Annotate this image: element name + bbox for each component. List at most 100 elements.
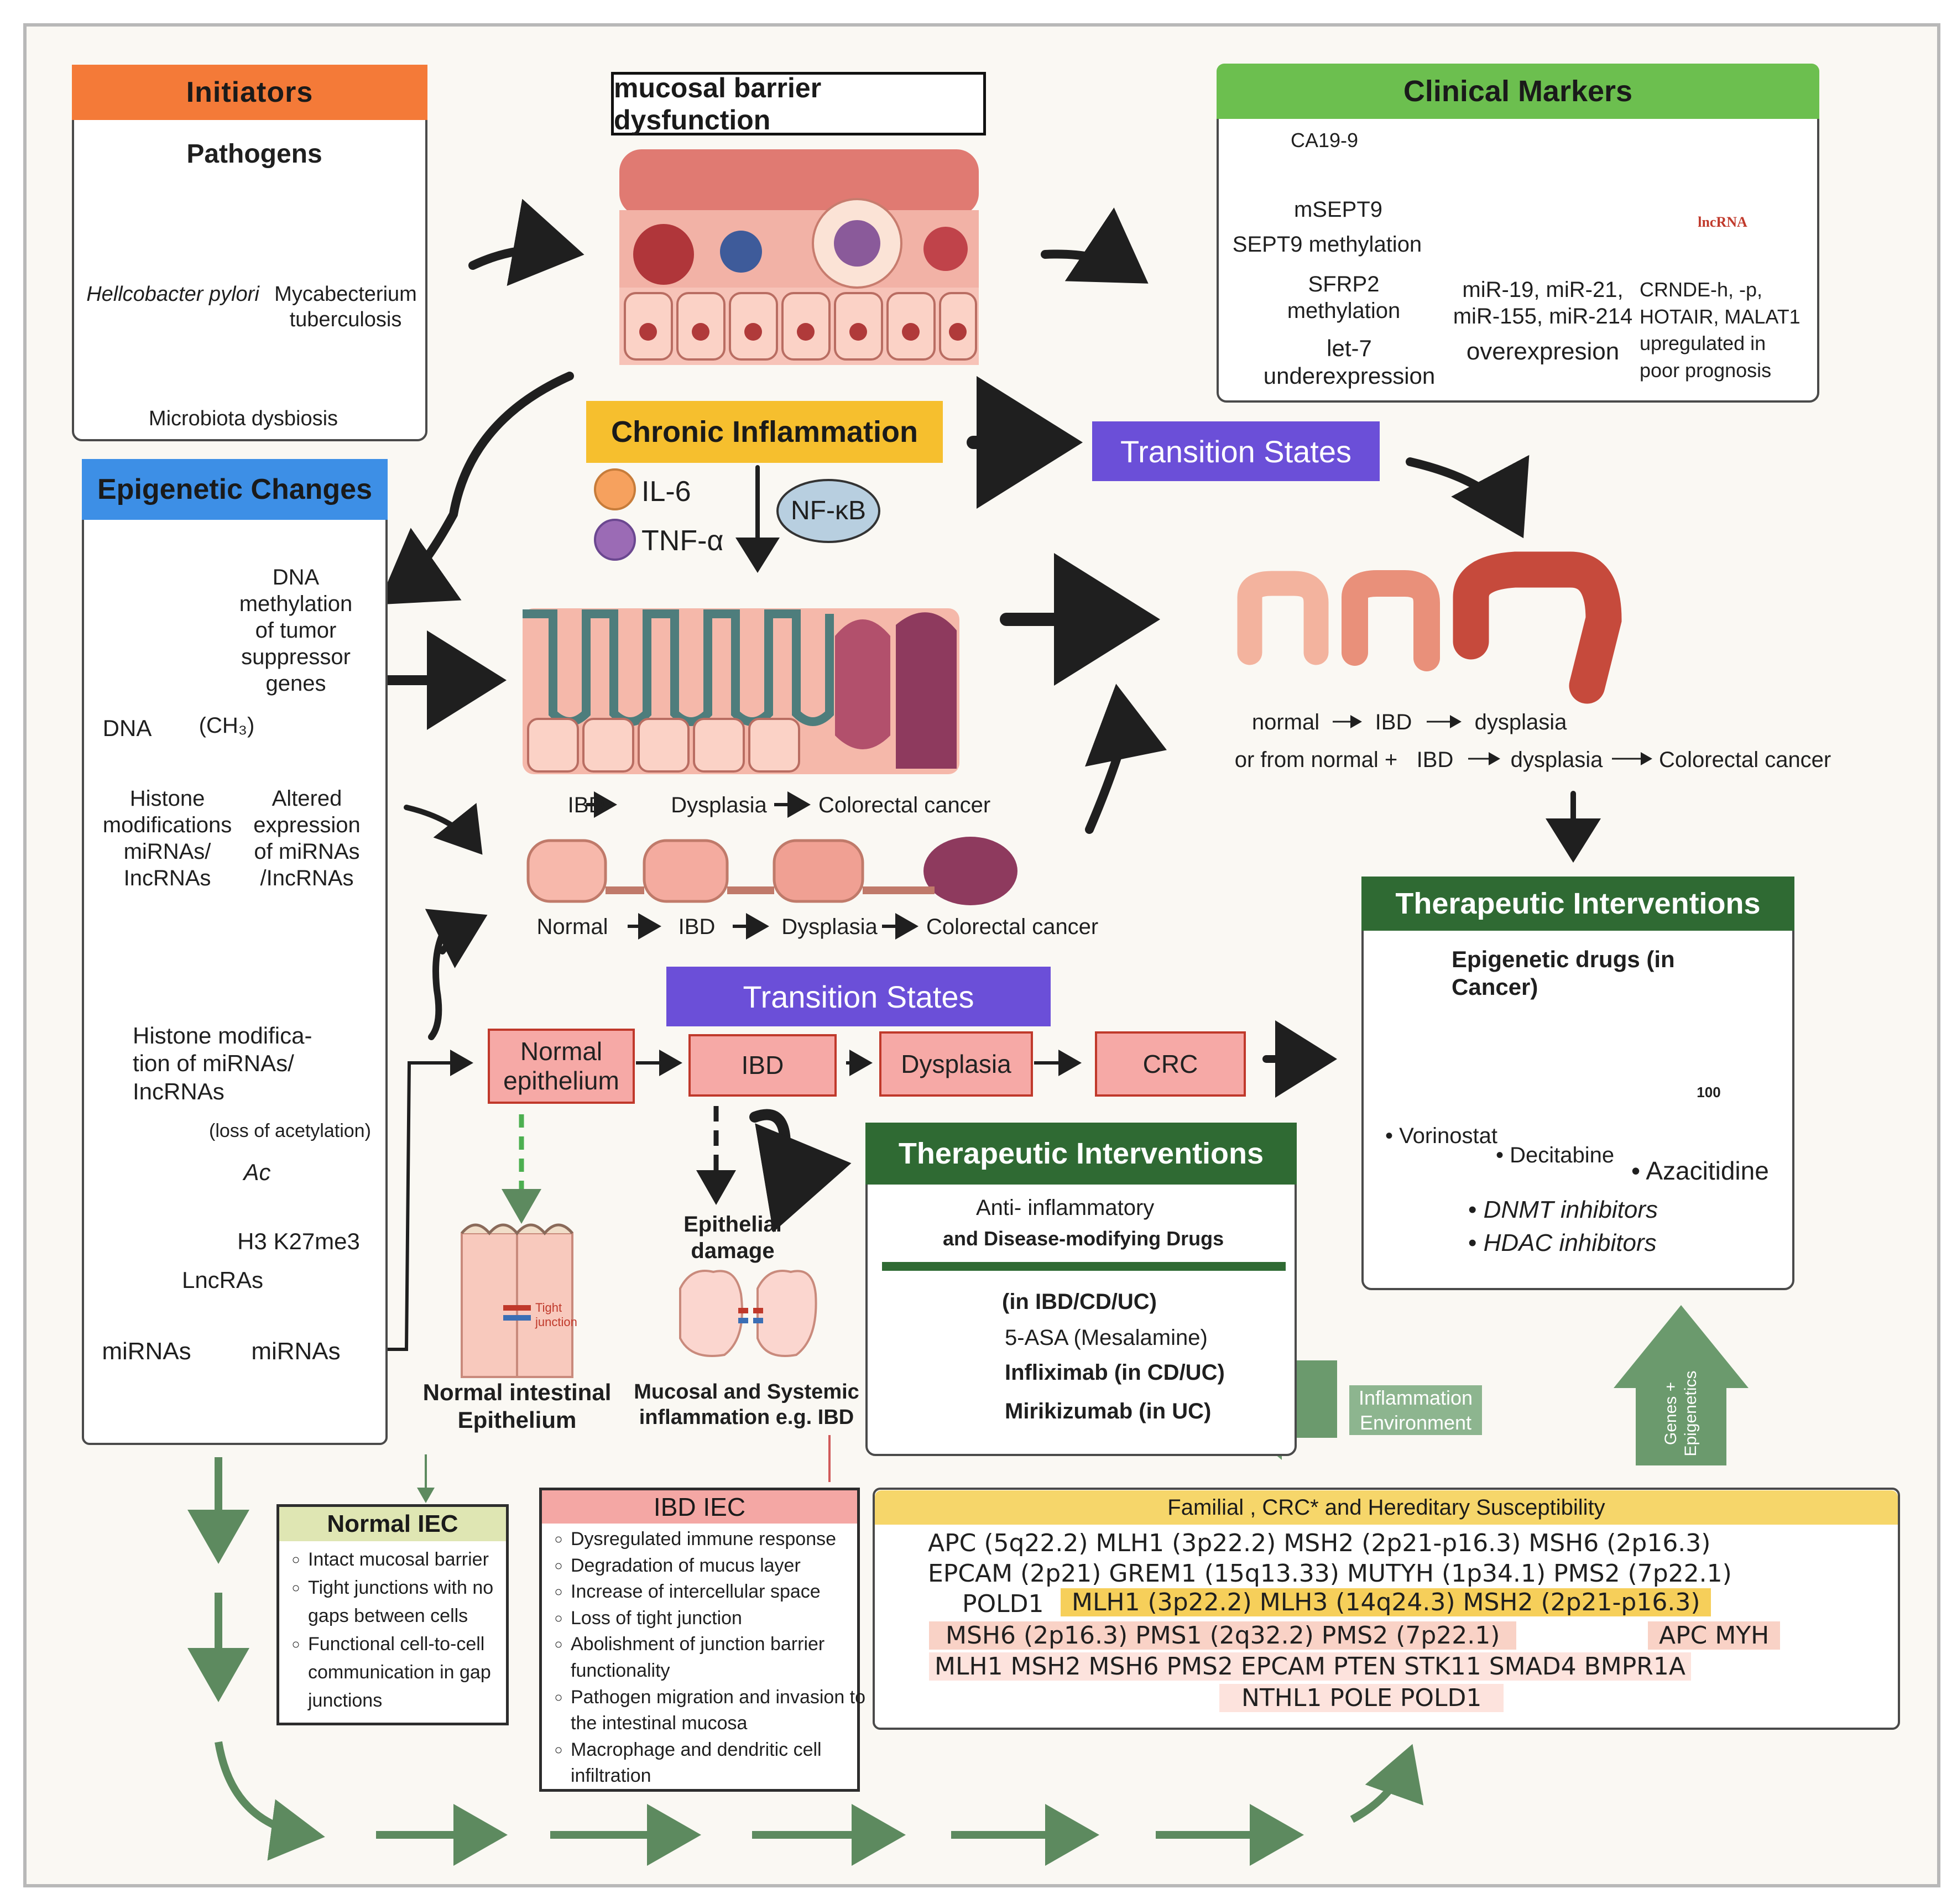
epithelial-damage-label: Epithelial damage bbox=[683, 1212, 782, 1263]
familial-row5: MLH1 MSH2 MSH6 PMS2 EPCAM PTEN STK11 SMA… bbox=[929, 1652, 1691, 1681]
colon-row2-dysplasia: dysplasia bbox=[1510, 748, 1603, 772]
mirnas-right-label: miRNAs bbox=[251, 1338, 341, 1365]
clinical-panel bbox=[1217, 100, 1819, 403]
ibd-iec-panel bbox=[539, 1488, 860, 1792]
colon-segments-illustration bbox=[526, 837, 1017, 905]
h3k27-label: H3 K27me3 bbox=[237, 1228, 360, 1254]
msept9-label: mSEPT9 bbox=[1293, 197, 1383, 222]
familial-row3a: POLD1 bbox=[962, 1590, 1044, 1618]
path1-ibd: IBD bbox=[567, 793, 605, 817]
ibd-iec-item: Abolishment of junction barrier function… bbox=[571, 1631, 869, 1684]
infliximab-label: Infliximab (in CD/UC) bbox=[1005, 1360, 1225, 1385]
histone-mod-label: Histone modifications miRNAs/ IncRNAs bbox=[102, 786, 232, 890]
path1-crc: Colorectal cancer bbox=[818, 793, 991, 817]
ibd-iec-item: Loss of tight junction bbox=[571, 1605, 869, 1632]
mycobacterium-label: Mycabecterium tuberculosis bbox=[274, 283, 417, 331]
familial-row2: EPCAM (2p21) GREM1 (15q13.33) MUTYH (1p3… bbox=[928, 1559, 1732, 1588]
node-normal-epithelium: Normal epithelium bbox=[488, 1029, 635, 1104]
il6-icon bbox=[594, 468, 636, 510]
ibd-iec-item: Degradation of mucus layer bbox=[571, 1553, 869, 1579]
clinical-header: Clinical Markers bbox=[1217, 64, 1819, 119]
let7-label: let-7 underexpression bbox=[1263, 335, 1436, 389]
damaged-epithelium-illustration bbox=[679, 1270, 817, 1357]
inflammation-arrow-label: Inflammation Environment bbox=[1349, 1385, 1482, 1435]
ibd-iec-list: Dysregulated immune response Degradation… bbox=[542, 1526, 869, 1790]
colon-row1-ibd: IBD bbox=[1375, 710, 1412, 734]
node-crc: CRC bbox=[1095, 1031, 1246, 1097]
vial-name: Azacitidine bbox=[1682, 1065, 1736, 1077]
overexpression-label: overexpresion bbox=[1466, 338, 1620, 365]
normal-epithelium-illustration bbox=[461, 1223, 573, 1378]
node-dysplasia: Dysplasia bbox=[879, 1031, 1033, 1097]
dnmt-text: DNMT inhibitors bbox=[1483, 1196, 1658, 1223]
vorinostat-label: • Vorinostat bbox=[1385, 1124, 1498, 1148]
normal-iec-item: Functional cell-to-cell communication in… bbox=[308, 1630, 507, 1715]
node-ibd: IBD bbox=[688, 1034, 837, 1097]
normal-iec-list: Intact mucosal barrier Tight junctions w… bbox=[279, 1546, 507, 1715]
lncrnas-label: LncRAs bbox=[181, 1267, 264, 1293]
transition-top-header: Transition States bbox=[1092, 421, 1380, 481]
bottom-green-arrows bbox=[187, 1457, 1424, 1866]
transition-mid-header: Transition States bbox=[666, 967, 1051, 1026]
path2-dysplasia: Dysplasia bbox=[781, 915, 878, 939]
therapy-right-panel bbox=[1361, 877, 1794, 1290]
ibd-iec-header: IBD IEC bbox=[542, 1490, 857, 1524]
dna-label: DNA bbox=[102, 715, 152, 741]
mirikizumab-label: Mirikizumab (in UC) bbox=[1005, 1399, 1212, 1423]
mucosal-inflammation-label: Mucosal and Systemic inflammation e.g. I… bbox=[634, 1380, 859, 1429]
decitabine-label: • Decitabine bbox=[1496, 1143, 1615, 1167]
lncrna-tag: lncRNA bbox=[1698, 214, 1747, 230]
microbiota-label: Microbiota dysbiosis bbox=[148, 407, 338, 430]
path2-crc: Colorectal cancer bbox=[926, 915, 1099, 939]
ibd-iec-item: Dysregulated immune response bbox=[571, 1526, 869, 1553]
normal-epi-label: Normal intestinal Epithelium bbox=[422, 1379, 612, 1433]
nfkb-label: NF-κB bbox=[791, 496, 866, 525]
helicobacter-label: Hellcobacter pylori bbox=[86, 283, 259, 306]
anti-inflammatory-label: Anti- inflammatory bbox=[976, 1196, 1155, 1220]
loss-acetylation-label: (loss of acetylation) bbox=[209, 1120, 371, 1141]
tight-junction-label: Tight junction bbox=[535, 1301, 577, 1329]
asa-label: 5-ASA (Mesalamine) bbox=[1005, 1326, 1208, 1350]
nfkb-bubble bbox=[776, 479, 880, 543]
colon-row2-ibd: IBD bbox=[1416, 748, 1454, 772]
initiators-panel bbox=[72, 111, 427, 441]
crypt-progression-illustration bbox=[523, 608, 959, 774]
hdac-label: • HDAC inhibitors bbox=[1468, 1229, 1657, 1256]
il6-label: IL-6 bbox=[641, 476, 691, 508]
dna-methylation-label: DNA methylation of tumor suppressor gene… bbox=[239, 565, 353, 696]
colon-stages-illustration bbox=[1237, 551, 1622, 704]
flow-arrows bbox=[378, 199, 1601, 1233]
mirs-label: miR-19, miR-21, miR-155, miR-214 bbox=[1453, 278, 1633, 328]
hdac-text: HDAC inhibitors bbox=[1483, 1229, 1657, 1256]
mirnas-left-label: miRNAs bbox=[102, 1338, 191, 1365]
dmd-label: and Disease-modifying Drugs bbox=[943, 1227, 1224, 1250]
genes-arrow-label: Genes + Epigenetics bbox=[1662, 1370, 1700, 1457]
azacitidine-label: • Azacitidine bbox=[1631, 1156, 1769, 1185]
colon-row1-normal: normal bbox=[1251, 710, 1320, 734]
epigenetic-drugs-label: Epigenetic drugs (in Cancer) bbox=[1452, 946, 1675, 1000]
therapy-mid-header: Therapeutic Interventions bbox=[865, 1123, 1297, 1185]
mucosal-barrier-illustration bbox=[619, 149, 979, 365]
colon-row2-crc: Colorectal cancer bbox=[1659, 748, 1831, 772]
ibd-iec-item: Increase of intercellular space bbox=[571, 1579, 869, 1605]
path2-normal: Normal bbox=[536, 915, 608, 939]
path2-ibd: IBD bbox=[678, 915, 716, 939]
histone-mod2-label: Histone modifica- tion of miRNAs/ IncRNA… bbox=[133, 1023, 312, 1104]
therapy-divider bbox=[882, 1262, 1286, 1271]
tnf-icon bbox=[594, 519, 636, 561]
tnf-label: TNF-α bbox=[641, 525, 724, 557]
genes-arrow bbox=[1614, 1305, 1749, 1465]
normal-iec-item: Intact mucosal barrier bbox=[308, 1546, 507, 1574]
ac-label: Ac bbox=[243, 1159, 271, 1185]
familial-row4a: MSH6 (2p16.3) PMS1 (2q32.2) PMS2 (7p22.1… bbox=[929, 1621, 1517, 1650]
dnmt-label: • DNMT inhibitors bbox=[1468, 1196, 1658, 1223]
pathogens-title: Pathogens bbox=[186, 139, 322, 169]
ibd-iec-item: Pathogen migration and invasion to the i… bbox=[571, 1684, 869, 1737]
epigenetic-header: Epigenetic Changes bbox=[82, 459, 388, 520]
familial-header: Familial , CRC* and Hereditary Susceptib… bbox=[875, 1490, 1898, 1525]
ch3-label: (CH₃) bbox=[199, 713, 255, 738]
normal-iec-item: Tight junctions with no gaps between cel… bbox=[308, 1574, 507, 1630]
epigenetic-panel bbox=[82, 459, 388, 1445]
normal-iec-header: Normal IEC bbox=[279, 1507, 506, 1541]
barrier-title: mucosal barrier dysfunction bbox=[611, 72, 986, 135]
